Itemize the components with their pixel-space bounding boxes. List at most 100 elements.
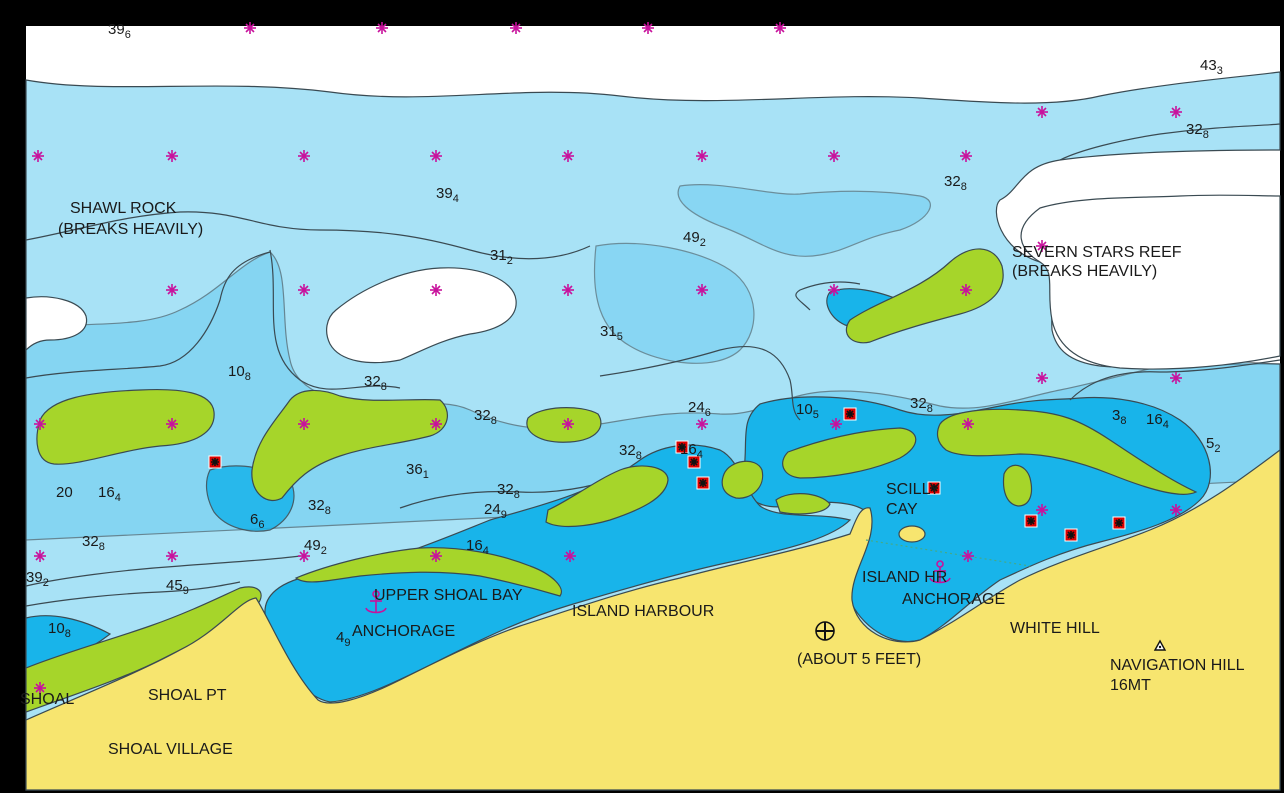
sounding-label[interactable]: 20 [56,484,73,501]
wreck-cross-icon[interactable] [815,621,835,641]
rock-awash-icon[interactable] [962,418,974,430]
label-about-5-feet[interactable]: (ABOUT 5 FEET) [797,651,921,668]
rock-awash-icon[interactable] [166,150,178,162]
obstruction-icon[interactable] [208,455,222,469]
rock-awash-icon[interactable] [32,150,44,162]
rock-awash-icon[interactable] [166,284,178,296]
rock-awash-icon[interactable] [774,22,786,34]
label-island-harbour[interactable]: ISLAND HARBOUR [572,603,714,620]
sounding-label[interactable]: 361 [406,461,429,481]
rock-awash-icon[interactable] [298,284,310,296]
rock-awash-icon[interactable] [166,550,178,562]
sounding-label[interactable]: 394 [436,185,459,205]
rock-awash-icon[interactable] [1036,240,1048,252]
rock-awash-icon[interactable] [34,550,46,562]
sounding-label[interactable]: 164 [466,537,489,557]
sounding-label[interactable]: 328 [619,442,642,462]
sounding-label[interactable]: 328 [82,533,105,553]
obstruction-icon[interactable] [696,476,710,490]
obstruction-icon[interactable] [687,455,701,469]
sounding-label[interactable]: 396 [108,21,131,41]
sounding-label[interactable]: 492 [683,229,706,249]
sounding-label[interactable]: 246 [688,399,711,419]
rock-awash-icon[interactable] [828,284,840,296]
sounding-label[interactable]: 315 [600,323,623,343]
sounding-label[interactable]: 459 [166,577,189,597]
rock-awash-icon[interactable] [430,550,442,562]
label-shoal-village[interactable]: SHOAL VILLAGE [108,741,233,758]
rock-awash-icon[interactable] [166,418,178,430]
sounding-label[interactable]: 392 [26,569,49,589]
sounding-label[interactable]: 328 [910,395,933,415]
summit-triangle-icon[interactable] [1153,639,1167,651]
label-white-hill[interactable]: WHITE HILL [1010,620,1100,637]
label-shawl-rock[interactable]: SHAWL ROCK(BREAKS HEAVILY) [58,200,203,238]
label-shoal-pt[interactable]: SHOAL PT [148,687,227,704]
sounding-label[interactable]: 312 [490,247,513,267]
anchorage-icon[interactable] [365,590,387,614]
rock-awash-icon[interactable] [1170,106,1182,118]
label-severn-stars-reef[interactable]: SEVERN STARS REEF(BREAKS HEAVILY) [1012,244,1182,280]
sounding-label[interactable]: 38 [1112,407,1126,427]
rock-awash-icon[interactable] [960,150,972,162]
sounding-label[interactable]: 249 [484,501,507,521]
obstruction-icon[interactable] [1112,516,1126,530]
obstruction-icon[interactable] [675,440,689,454]
sounding-label[interactable]: 328 [944,173,967,193]
sounding-label[interactable]: 66 [250,511,264,531]
rock-awash-icon[interactable] [696,150,708,162]
obstruction-icon[interactable] [1064,528,1078,542]
rock-awash-icon[interactable] [962,550,974,562]
sounding-label[interactable]: 328 [308,497,331,517]
sounding-label[interactable]: 164 [680,441,703,461]
sounding-label[interactable]: 328 [364,373,387,393]
sounding-label[interactable]: 164 [1146,411,1169,431]
sounding-label[interactable]: 492 [304,537,327,557]
label-shoal[interactable]: SHOAL [20,691,74,708]
rock-awash-icon[interactable] [34,682,46,694]
rock-awash-icon[interactable] [1170,504,1182,516]
rock-awash-icon[interactable] [830,418,842,430]
sounding-label[interactable]: 164 [98,484,121,504]
rock-awash-icon[interactable] [564,550,576,562]
rock-awash-icon[interactable] [1036,372,1048,384]
rock-awash-icon[interactable] [430,150,442,162]
obstruction-icon[interactable] [1024,514,1038,528]
sounding-label[interactable]: 52 [1206,435,1220,455]
rock-awash-icon[interactable] [1036,106,1048,118]
label-upper-shoal-bay[interactable]: UPPER SHOAL BAY [374,587,523,604]
sounding-label[interactable]: 108 [48,620,71,640]
rock-awash-icon[interactable] [298,150,310,162]
sounding-label[interactable]: 328 [474,407,497,427]
obstruction-icon[interactable] [927,481,941,495]
rock-awash-icon[interactable] [430,418,442,430]
sounding-label[interactable]: 328 [497,481,520,501]
sounding-label[interactable]: 49 [336,629,350,649]
rock-awash-icon[interactable] [642,22,654,34]
rock-awash-icon[interactable] [696,284,708,296]
rock-awash-icon[interactable] [298,550,310,562]
rock-awash-icon[interactable] [960,284,972,296]
label-anchorage-upper[interactable]: ANCHORAGE [352,623,455,640]
rock-awash-icon[interactable] [376,22,388,34]
rock-awash-icon[interactable] [562,150,574,162]
sounding-label[interactable]: 328 [1186,121,1209,141]
rock-awash-icon[interactable] [510,22,522,34]
rock-awash-icon[interactable] [562,284,574,296]
sounding-label[interactable]: 105 [796,401,819,421]
sounding-label[interactable]: 433 [1200,57,1223,77]
rock-awash-icon[interactable] [298,418,310,430]
rock-awash-icon[interactable] [562,418,574,430]
sounding-label[interactable]: 108 [228,363,251,383]
anchorage-icon[interactable] [929,560,951,584]
rock-awash-icon[interactable] [244,22,256,34]
rock-awash-icon[interactable] [1036,504,1048,516]
rock-awash-icon[interactable] [696,418,708,430]
rock-awash-icon[interactable] [1170,372,1182,384]
rock-awash-icon[interactable] [828,150,840,162]
